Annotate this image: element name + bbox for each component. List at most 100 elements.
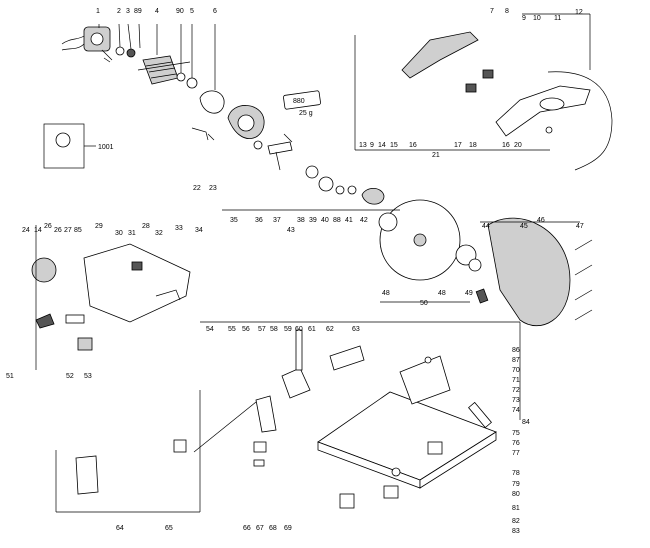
label-80: 80 xyxy=(512,491,520,498)
detail-box-1001 xyxy=(43,123,96,169)
label-69: 69 xyxy=(284,525,292,532)
label-88: 88 xyxy=(333,217,341,224)
label-56: 56 xyxy=(242,326,250,333)
label-9b: 9 xyxy=(370,142,374,149)
label-59: 59 xyxy=(284,326,292,333)
label-51: 51 xyxy=(6,373,14,380)
label-65: 65 xyxy=(165,525,173,532)
label-11: 11 xyxy=(554,15,561,22)
label-81: 81 xyxy=(512,505,520,512)
label-61: 61 xyxy=(308,326,316,333)
label-34: 34 xyxy=(195,227,203,234)
gear-housing-part xyxy=(227,105,265,139)
label-60: 60 xyxy=(295,326,303,333)
label-42: 42 xyxy=(360,217,368,224)
label-46: 46 xyxy=(537,217,545,224)
label-16a: 16 xyxy=(409,142,417,149)
label-3: 3 xyxy=(126,8,130,15)
label-24: 24 xyxy=(22,227,30,234)
label-14b: 14 xyxy=(34,227,42,234)
label-58: 58 xyxy=(270,326,278,333)
label-54: 54 xyxy=(206,326,214,333)
label-79: 79 xyxy=(512,481,520,488)
label-29: 29 xyxy=(95,223,103,230)
label-25g: 25 g xyxy=(299,110,313,117)
base-table-group xyxy=(317,355,497,509)
vise-clamp-group xyxy=(75,329,365,495)
label-71: 71 xyxy=(512,377,520,384)
label-90: 90 xyxy=(176,8,184,15)
label-36: 36 xyxy=(255,217,263,224)
label-87: 87 xyxy=(512,357,520,364)
label-17: 17 xyxy=(454,142,462,149)
label-40: 40 xyxy=(321,217,329,224)
label-6: 6 xyxy=(213,8,217,15)
handle-group xyxy=(401,31,613,171)
label-35: 35 xyxy=(230,217,238,224)
label-85: 85 xyxy=(74,227,82,234)
label-53: 53 xyxy=(84,373,92,380)
label-55: 55 xyxy=(228,326,236,333)
svg-text:880: 880 xyxy=(293,98,305,105)
label-48b: 48 xyxy=(438,290,446,297)
label-28: 28 xyxy=(142,223,150,230)
label-38: 38 xyxy=(297,217,305,224)
label-57: 57 xyxy=(258,326,266,333)
label-76: 76 xyxy=(512,440,520,447)
label-12: 12 xyxy=(575,9,583,16)
label-21: 21 xyxy=(432,152,440,159)
label-47: 47 xyxy=(576,223,584,230)
label-1: 1 xyxy=(96,8,100,15)
label-26b: 26 xyxy=(54,227,62,234)
label-16b: 16 xyxy=(502,142,510,149)
grease-tube-part: 880 xyxy=(283,90,321,110)
label-72: 72 xyxy=(512,387,520,394)
label-33: 33 xyxy=(175,225,183,232)
label-5: 5 xyxy=(190,8,194,15)
label-75: 75 xyxy=(512,430,520,437)
brush-holder-part xyxy=(61,26,113,63)
label-26a: 26 xyxy=(44,223,52,230)
label-44: 44 xyxy=(482,223,490,230)
label-49: 49 xyxy=(465,290,473,297)
label-20: 20 xyxy=(514,142,522,149)
label-9a: 9 xyxy=(522,15,526,22)
label-2: 2 xyxy=(117,8,121,15)
label-86: 86 xyxy=(512,347,520,354)
label-89: 89 xyxy=(134,8,142,15)
label-43: 43 xyxy=(287,227,295,234)
label-74: 74 xyxy=(512,407,520,414)
label-78: 78 xyxy=(512,470,520,477)
guard-arm-group xyxy=(31,243,191,351)
part-number-labels: 1 2 3 89 4 90 5 6 25 g 1001 22 23 35 36 … xyxy=(6,8,584,535)
label-52: 52 xyxy=(66,373,74,380)
label-45: 45 xyxy=(520,223,528,230)
leader-lines xyxy=(35,13,591,513)
label-41: 41 xyxy=(345,217,353,224)
label-62: 62 xyxy=(326,326,334,333)
label-13: 13 xyxy=(359,142,367,149)
label-23: 23 xyxy=(209,185,217,192)
label-10: 10 xyxy=(533,15,541,22)
label-48a: 48 xyxy=(382,290,390,297)
label-1001: 1001 xyxy=(98,144,114,151)
label-67: 67 xyxy=(256,525,264,532)
label-50: 50 xyxy=(420,300,428,307)
label-18: 18 xyxy=(469,142,477,149)
label-83: 83 xyxy=(512,528,520,535)
label-70: 70 xyxy=(512,367,520,374)
label-68: 68 xyxy=(269,525,277,532)
label-37: 37 xyxy=(273,217,281,224)
label-39: 39 xyxy=(309,217,317,224)
motor-group: 880 xyxy=(61,26,385,205)
label-73: 73 xyxy=(512,397,520,404)
label-7: 7 xyxy=(490,8,494,15)
label-15: 15 xyxy=(390,142,398,149)
saw-blade-group xyxy=(378,199,593,326)
label-31: 31 xyxy=(128,230,136,237)
label-64: 64 xyxy=(116,525,124,532)
label-4: 4 xyxy=(155,8,159,15)
label-63: 63 xyxy=(352,326,360,333)
label-32: 32 xyxy=(155,230,163,237)
